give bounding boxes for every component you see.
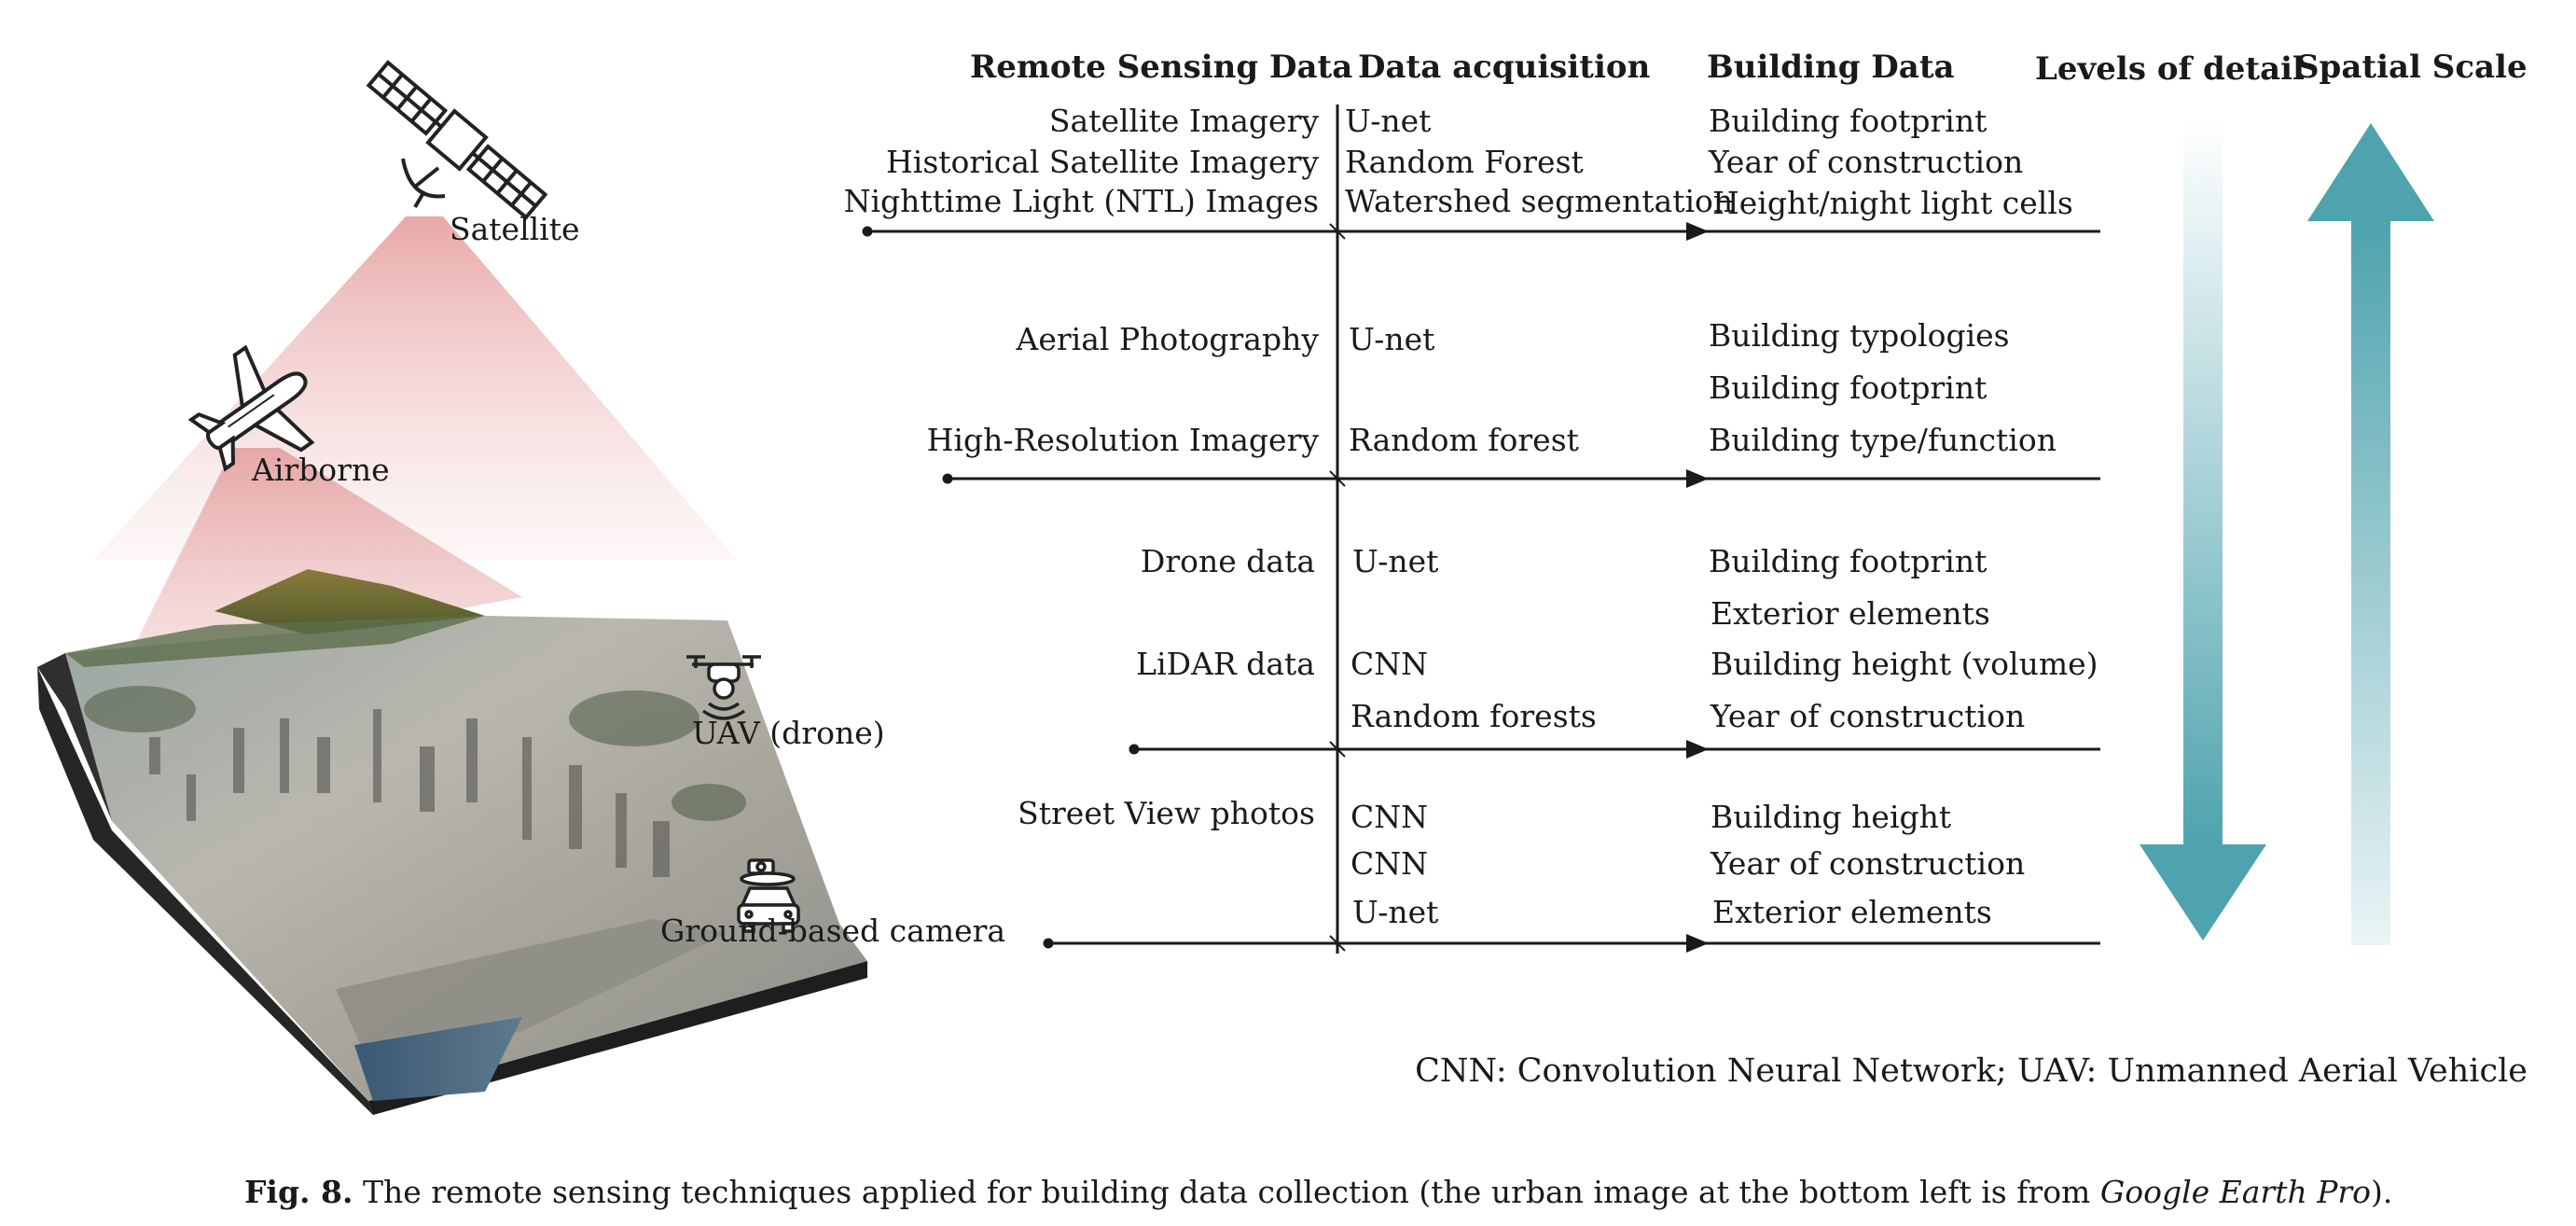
ground-camera-icon bbox=[737, 858, 800, 933]
satellite-icon bbox=[366, 60, 548, 220]
caption-label: Fig. 8. bbox=[244, 1174, 353, 1210]
source-label: Aerial Photography bbox=[1016, 321, 1319, 357]
platform-ground: Ground-based camera bbox=[660, 913, 1006, 949]
output-label: Building type/function bbox=[1709, 422, 2057, 458]
source-label: LiDAR data bbox=[1136, 646, 1315, 682]
source-label: Satellite Imagery bbox=[1048, 103, 1319, 139]
platform-uav: UAV (drone) bbox=[692, 715, 885, 751]
output-label: Building height (volume) bbox=[1710, 646, 2098, 682]
platform-airborne: Airborne bbox=[252, 452, 390, 488]
method-label: CNN bbox=[1350, 799, 1428, 835]
method-label: CNN bbox=[1350, 646, 1428, 682]
figure-caption: Fig. 8. The remote sensing techniques ap… bbox=[244, 1174, 2392, 1210]
spatial-scale-arrow bbox=[2307, 123, 2434, 945]
header-scale: Spatial Scale bbox=[2296, 49, 2528, 86]
caption-end: ). bbox=[2371, 1174, 2393, 1210]
output-label: Year of construction bbox=[1710, 845, 2026, 882]
output-label: Building footprint bbox=[1709, 369, 1987, 406]
header-building: Building Data bbox=[1707, 49, 1955, 86]
method-label: CNN bbox=[1350, 845, 1428, 882]
output-label: Height/night light cells bbox=[1712, 185, 2073, 221]
platform-satellite: Satellite bbox=[450, 211, 580, 247]
source-label: Drone data bbox=[1140, 543, 1315, 579]
method-label: U-net bbox=[1352, 543, 1439, 579]
output-label: Year of construction bbox=[1709, 144, 2024, 180]
output-label: Building footprint bbox=[1709, 103, 1987, 139]
method-label: U-net bbox=[1349, 321, 1435, 357]
source-label: High-Resolution Imagery bbox=[926, 422, 1319, 458]
output-label: Year of construction bbox=[1710, 698, 2026, 734]
output-label: Building typologies bbox=[1709, 317, 2010, 354]
drone-icon bbox=[686, 655, 761, 720]
output-label: Exterior elements bbox=[1710, 595, 1990, 632]
method-label: Random forest bbox=[1349, 422, 1579, 458]
city-block-image bbox=[37, 569, 867, 1115]
method-label: Watershed segmentation bbox=[1345, 183, 1734, 219]
abbreviation-note: CNN: Convolution Neural Network; UAV: Un… bbox=[1415, 1052, 2528, 1090]
source-label: Nighttime Light (NTL) Images bbox=[843, 183, 1319, 219]
method-label: U-net bbox=[1352, 894, 1439, 930]
source-label: Historical Satellite Imagery bbox=[885, 144, 1319, 180]
header-lod: Levels of detail bbox=[2035, 50, 2305, 88]
satellite-beam bbox=[93, 216, 737, 560]
output-label: Exterior elements bbox=[1712, 894, 1992, 930]
caption-source: Google Earth Pro bbox=[2099, 1174, 2372, 1210]
output-label: Building footprint bbox=[1709, 543, 1987, 579]
header-remote-sensing: Remote Sensing Data bbox=[970, 49, 1353, 86]
header-acquisition: Data acquisition bbox=[1358, 49, 1651, 86]
source-label: Street View photos bbox=[1018, 795, 1315, 831]
method-label: U-net bbox=[1345, 103, 1432, 139]
airplane-icon bbox=[187, 344, 315, 472]
method-label: Random forests bbox=[1350, 698, 1597, 734]
caption-text: The remote sensing techniques applied fo… bbox=[362, 1174, 2091, 1210]
method-label: Random Forest bbox=[1345, 144, 1584, 180]
levels-of-detail-arrow bbox=[2140, 121, 2266, 940]
output-label: Building height bbox=[1710, 799, 1952, 835]
diagram-axes bbox=[862, 104, 2100, 954]
